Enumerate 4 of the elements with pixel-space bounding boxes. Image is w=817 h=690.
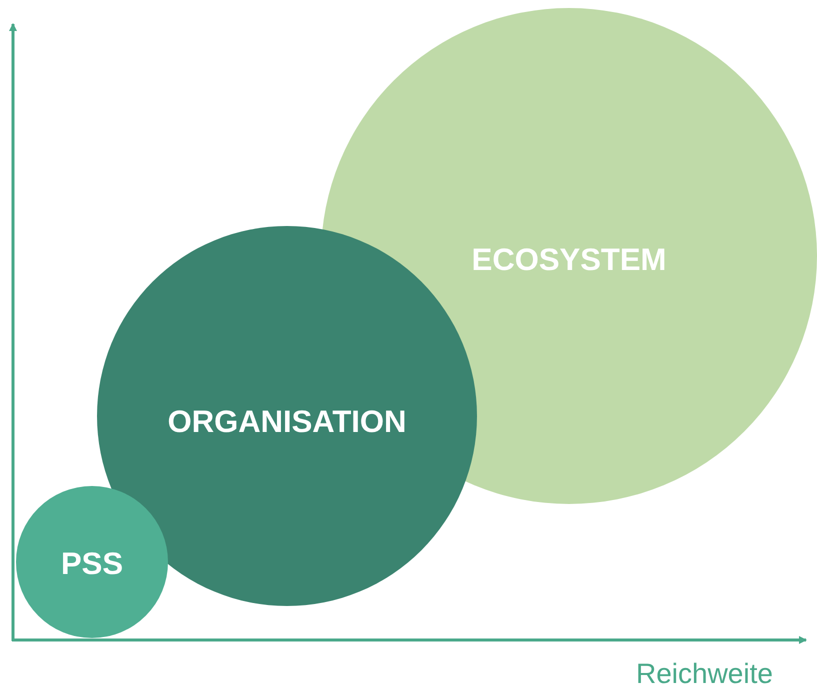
axis-label: Reichweite xyxy=(636,658,773,690)
circle-label: PSS xyxy=(60,546,124,582)
circle-label: ECOSYSTEM xyxy=(472,242,666,278)
circle-label: ORGANISATION xyxy=(168,404,406,440)
